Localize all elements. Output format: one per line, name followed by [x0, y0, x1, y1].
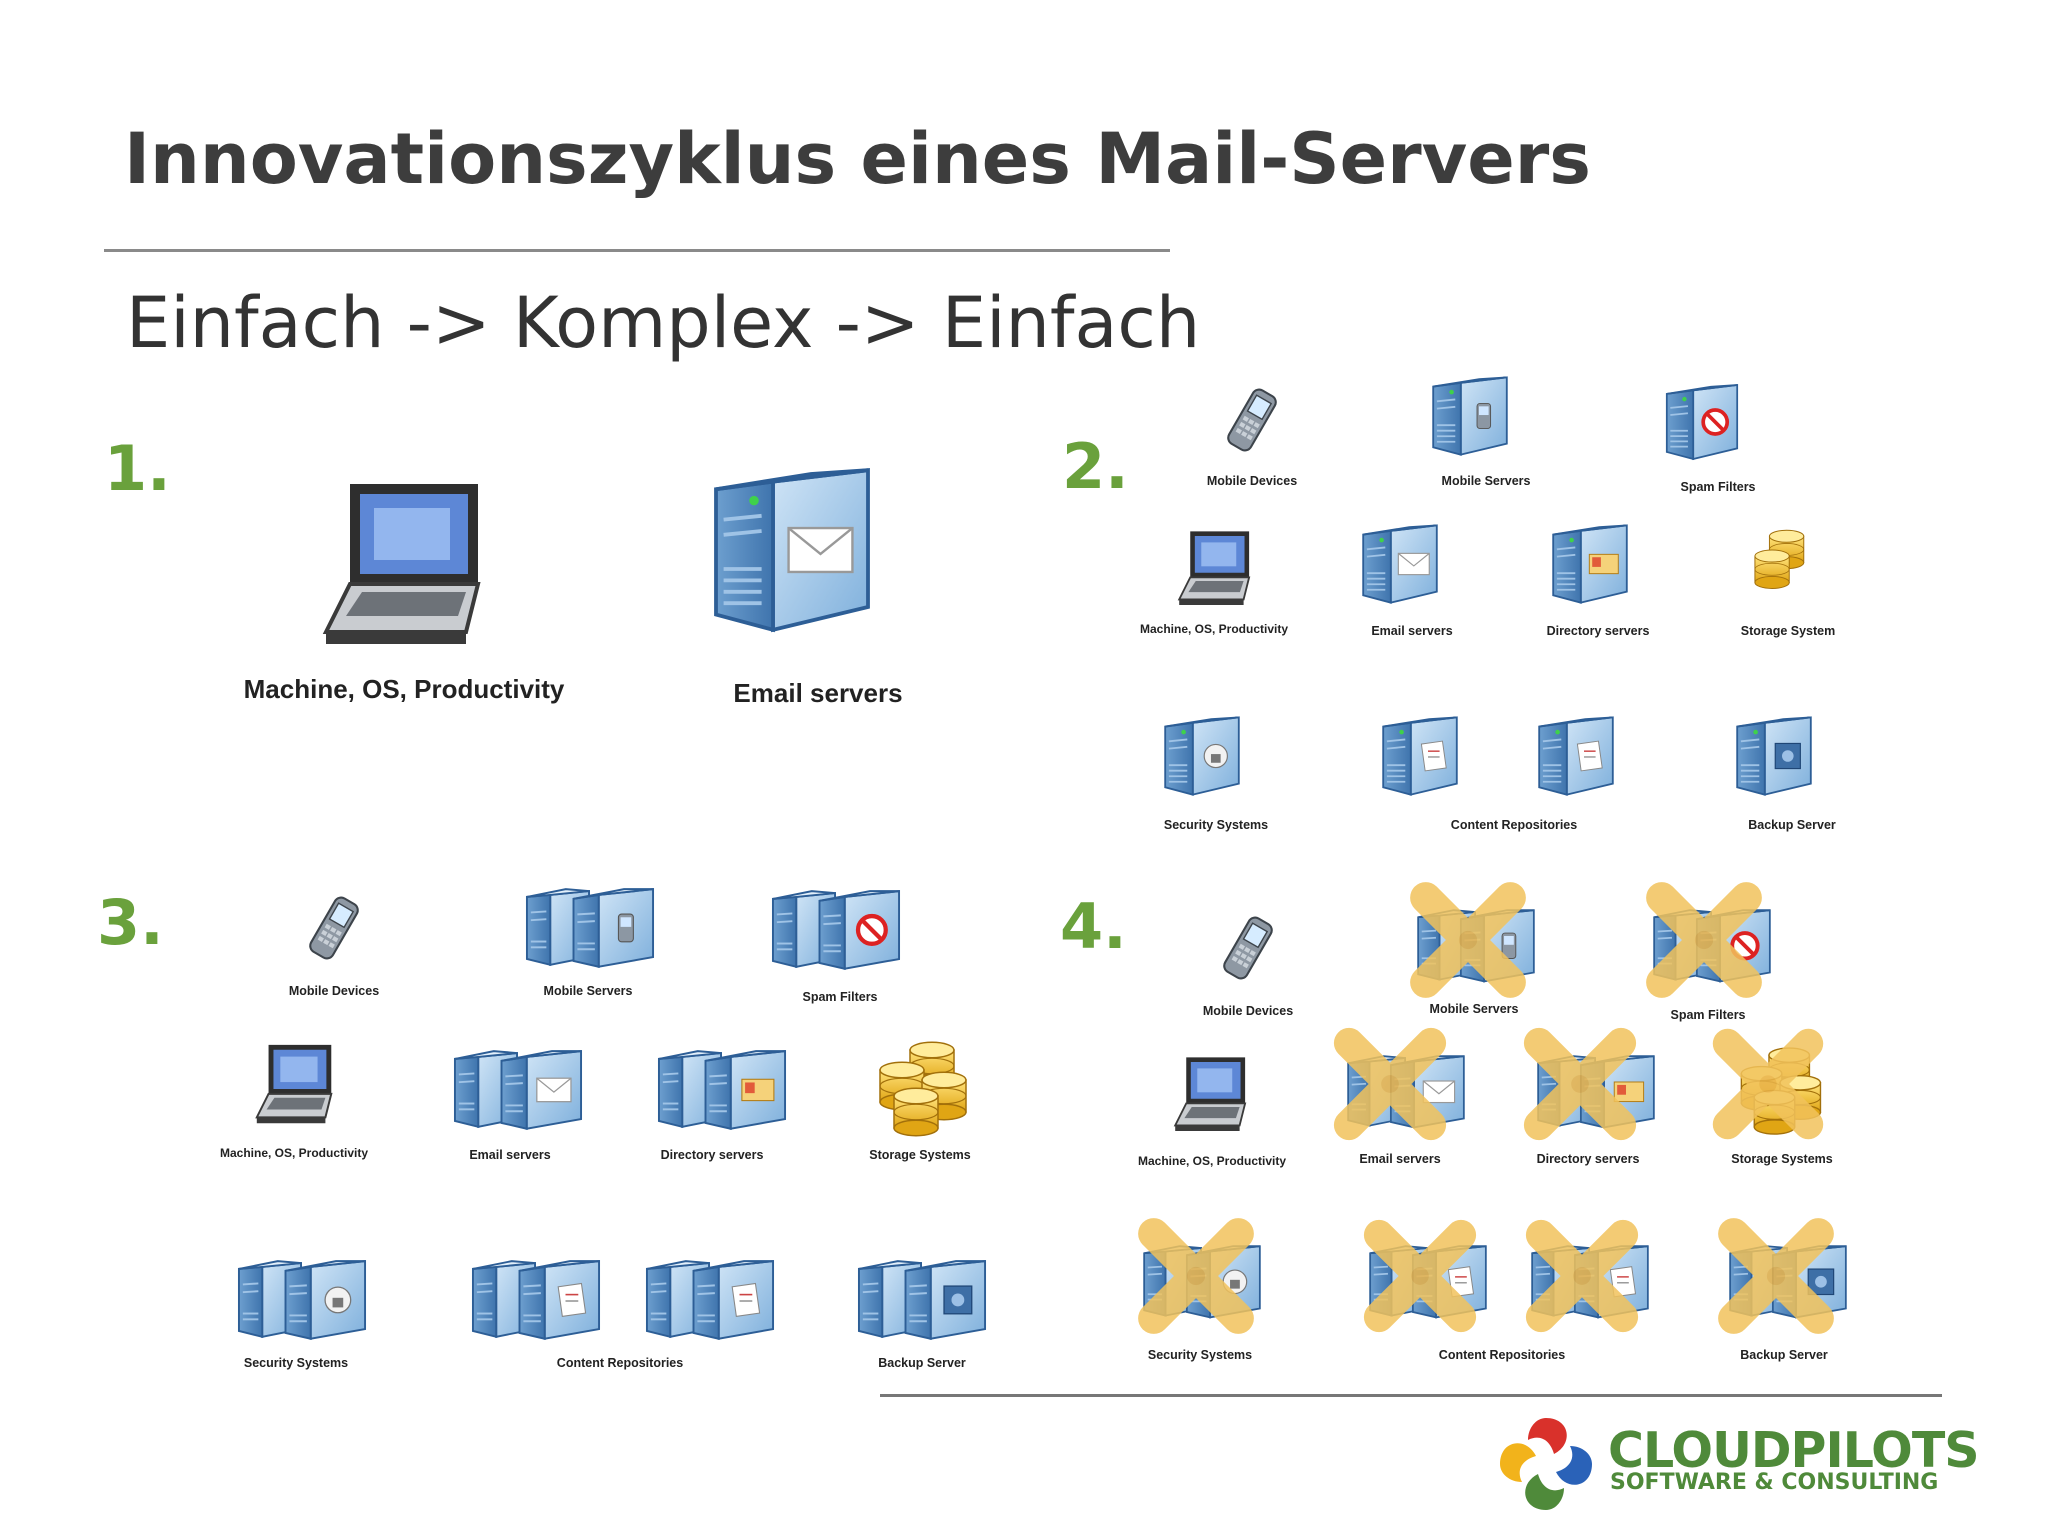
laptop-icon: [306, 468, 506, 668]
item-label: Email servers: [733, 678, 903, 708]
title-divider: [104, 249, 1170, 252]
item-label: Directory servers: [1546, 624, 1650, 638]
directory-server-icon: [1544, 518, 1636, 610]
cross-out-icon: [1706, 1022, 1830, 1146]
footer-divider: [880, 1394, 1942, 1397]
mobile-device-icon: [1217, 385, 1287, 455]
slide-subtitle: Einfach -> Komplex -> Einfach: [126, 282, 1201, 364]
email-server-icon: [697, 455, 887, 645]
panel-number-4: 4.: [1060, 890, 1127, 963]
spam-filter-server-icon: [1658, 378, 1746, 466]
item-label: Security Systems: [243, 1356, 349, 1370]
item-label: Email servers: [1359, 1152, 1441, 1166]
item-label: Spam Filters: [1670, 1008, 1746, 1022]
cross-out-icon: [1517, 1021, 1643, 1147]
item-label: Security Systems: [1163, 818, 1269, 832]
security-cluster-icon: [229, 1250, 375, 1347]
item-label: Mobile Servers: [543, 984, 633, 998]
logo-tagline: SOFTWARE & CONSULTING: [1610, 1470, 1939, 1495]
mobile-device-icon: [1213, 913, 1283, 983]
item-label: Email servers: [469, 1148, 551, 1162]
directory-server-cluster-icon: [649, 1040, 795, 1137]
slide-title: Innovationszyklus eines Mail-Servers: [124, 118, 1591, 200]
item-label: Machine, OS, Productivity: [243, 674, 565, 704]
item-label: Mobile Devices: [1202, 1004, 1294, 1018]
cross-out-icon: [1403, 875, 1533, 1005]
backup-server-icon: [1728, 710, 1820, 802]
mobile-device-icon: [299, 893, 369, 963]
spam-filter-cluster-icon: [763, 880, 909, 977]
item-label: Storage Systems: [869, 1148, 971, 1162]
content-repository-icon: [1374, 710, 1466, 802]
item-label: Directory servers: [660, 1148, 764, 1162]
logo-wordmark: CLOUDPILOTS: [1608, 1422, 1980, 1479]
mobile-server-icon: [1424, 370, 1516, 462]
email-server-cluster-icon: [445, 1040, 591, 1137]
content-repository-icon: [1530, 710, 1622, 802]
content-repository-cluster-icon: [637, 1250, 783, 1347]
cross-out-icon: [1327, 1021, 1453, 1147]
item-label: Backup Server: [878, 1356, 966, 1370]
item-label: Mobile Servers: [1429, 1002, 1519, 1016]
security-server-icon: [1156, 710, 1248, 802]
panel-number-3: 3.: [97, 886, 164, 959]
item-label: Storage System: [1740, 624, 1836, 638]
backup-server-cluster-icon: [849, 1250, 995, 1347]
cross-out-icon: [1131, 1211, 1261, 1341]
laptop-icon: [247, 1037, 345, 1135]
laptop-icon: [1170, 524, 1262, 616]
item-label: Content Repositories: [1438, 1348, 1566, 1362]
cross-out-icon: [1519, 1213, 1645, 1339]
item-label: Content Repositories: [1450, 818, 1578, 832]
item-label: Content Repositories: [556, 1356, 684, 1370]
cross-out-icon: [1711, 1211, 1841, 1341]
panel-number-1: 1.: [104, 432, 171, 505]
item-label: Machine, OS, Productivity: [1137, 1154, 1287, 1168]
item-label: Storage Systems: [1731, 1152, 1833, 1166]
item-label: Spam Filters: [802, 990, 878, 1004]
mobile-server-cluster-icon: [517, 878, 663, 975]
item-label: Machine, OS, Productivity: [219, 1146, 369, 1160]
item-label: Directory servers: [1536, 1152, 1640, 1166]
item-label: Backup Server: [1748, 818, 1836, 832]
item-label: Mobile Devices: [288, 984, 380, 998]
email-server-icon: [1354, 518, 1446, 610]
storage-systems-icon: [872, 1040, 972, 1140]
item-label: Mobile Servers: [1441, 474, 1531, 488]
cross-out-icon: [1639, 875, 1769, 1005]
storage-system-icon: [1747, 527, 1813, 593]
item-label: Machine, OS, Productivity: [1139, 622, 1289, 636]
item-label: Backup Server: [1740, 1348, 1828, 1362]
panel-number-2: 2.: [1062, 430, 1129, 503]
cloudpilots-logo-icon: [1500, 1418, 1592, 1510]
content-repository-cluster-icon: [463, 1250, 609, 1347]
item-label: Security Systems: [1147, 1348, 1253, 1362]
laptop-icon: [1166, 1050, 1258, 1142]
item-label: Email servers: [1371, 624, 1453, 638]
cross-out-icon: [1357, 1213, 1483, 1339]
item-label: Spam Filters: [1680, 480, 1756, 494]
item-label: Mobile Devices: [1206, 474, 1298, 488]
